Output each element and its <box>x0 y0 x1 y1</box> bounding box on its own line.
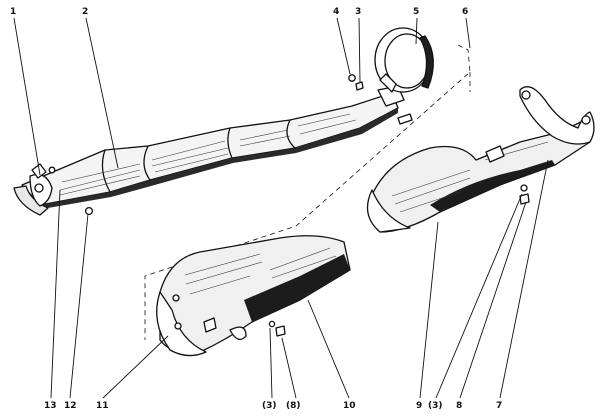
small-hardware-top <box>48 74 413 216</box>
small-hardware-right <box>519 184 530 205</box>
callout-11: 11 <box>96 401 109 411</box>
clamp-ring-5 <box>374 27 434 93</box>
callout-7: 7 <box>496 401 502 411</box>
alignment-dashed-lines <box>144 44 471 340</box>
lower-shroud <box>156 235 351 357</box>
callout-9: 9 <box>416 401 422 411</box>
callout-10: 10 <box>343 401 356 411</box>
upper-shroud-right <box>366 86 595 233</box>
callout-12: 12 <box>64 401 77 411</box>
callout-13: 13 <box>44 401 57 411</box>
callout-3-paren-lower: (3) <box>262 401 277 411</box>
leader-lines <box>13 17 549 399</box>
callout-5: 5 <box>413 7 419 17</box>
callout-2: 2 <box>82 7 88 17</box>
callout-1: 1 <box>10 7 16 17</box>
long-shroud-assembly <box>13 85 405 216</box>
callout-3-paren-right: (3) <box>428 401 443 411</box>
callout-3-top: 3 <box>355 7 361 17</box>
callout-4: 4 <box>333 7 339 17</box>
callout-6: 6 <box>462 7 468 17</box>
callout-8: 8 <box>456 401 462 411</box>
callout-labels: 1 2 3 4 5 6 13 12 11 (3) (8) 10 9 (3) 8 … <box>10 7 502 411</box>
callout-8-paren: (8) <box>286 401 301 411</box>
